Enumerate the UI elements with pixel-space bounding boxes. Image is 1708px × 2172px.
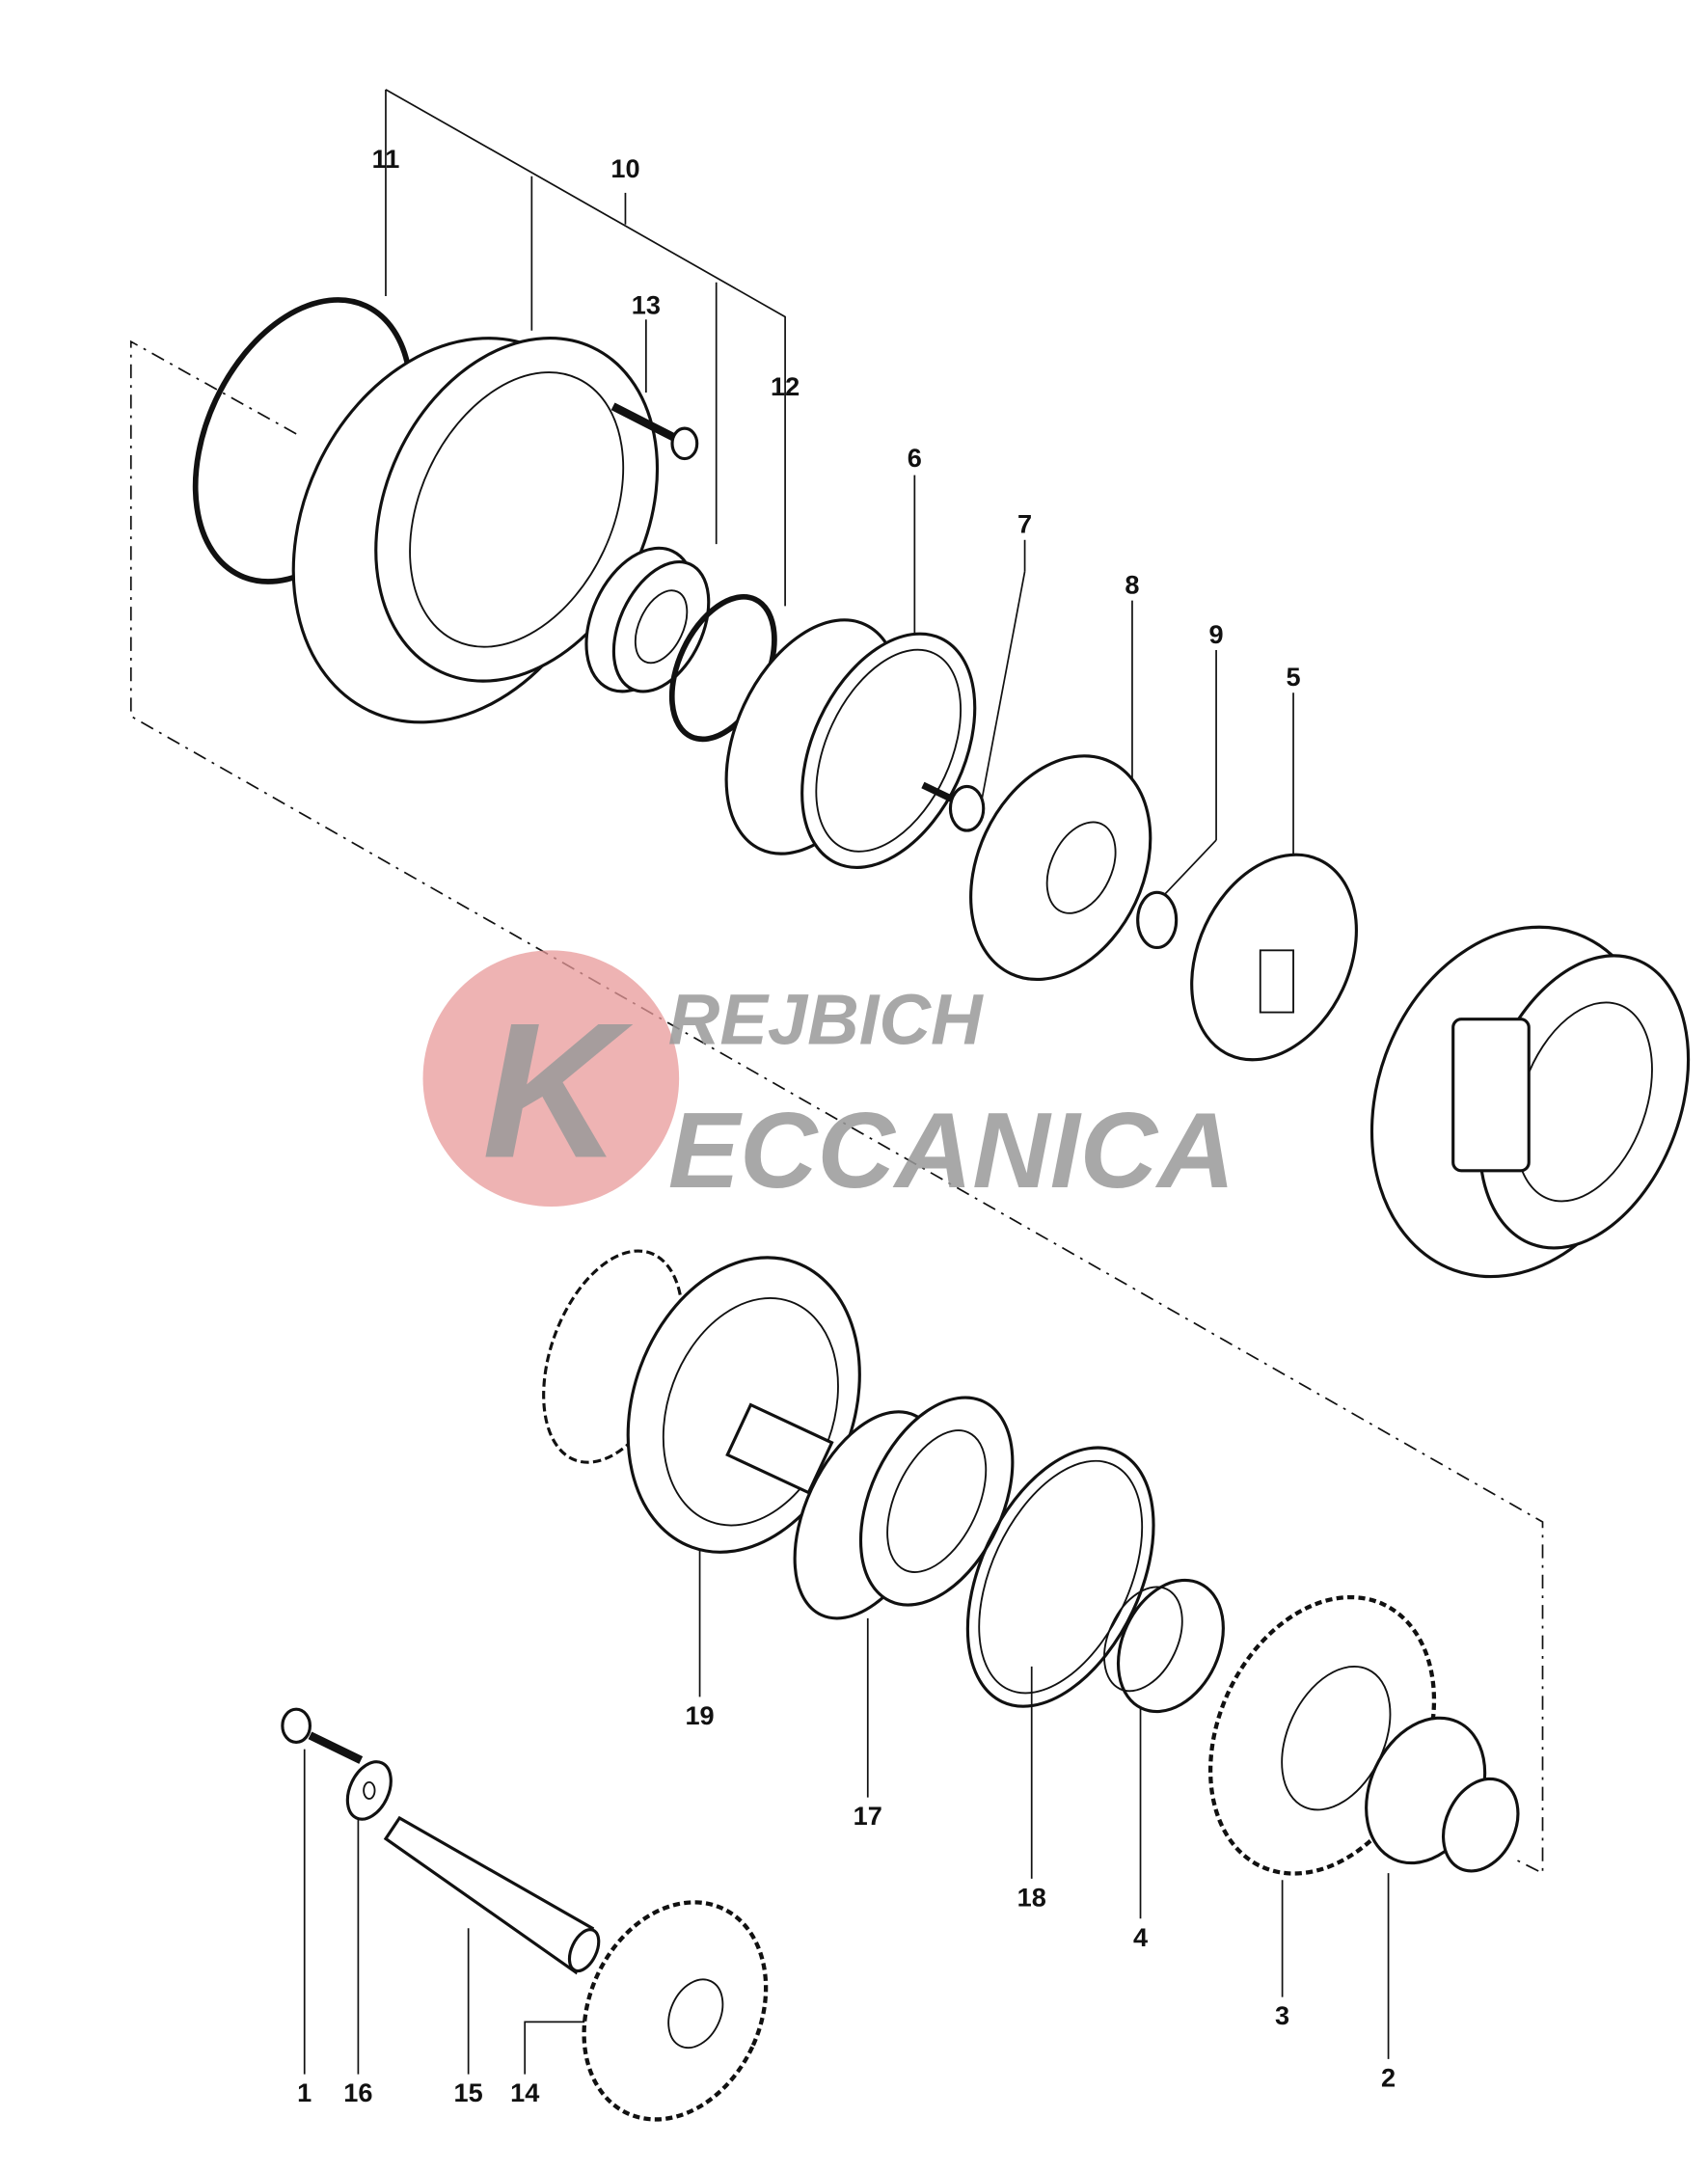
label-16: 16: [343, 2077, 372, 2107]
label-11: 11: [372, 144, 400, 174]
part-1-screw: [281, 1707, 364, 1764]
part-7-bolt: [921, 781, 986, 832]
part-9-washer: [1136, 890, 1179, 950]
part-14-gear: [582, 1900, 769, 2122]
assembly-outline: [129, 339, 1544, 1875]
label-3: 3: [1275, 2000, 1289, 2030]
label-19: 19: [685, 1700, 714, 1730]
part-bearing: [584, 546, 711, 693]
part-19-gear-bell: [542, 1249, 861, 1554]
part-6-clutch-drum: [724, 618, 977, 869]
starter-motor: [1369, 925, 1691, 1279]
label-13: 13: [632, 290, 661, 320]
part-17-freewheel: [793, 1396, 1015, 1620]
part-2-bushing: [1365, 1716, 1520, 1873]
part-8-clutch-shoes: [969, 754, 1152, 982]
label-4: 4: [1133, 1922, 1148, 1952]
label-5: 5: [1286, 662, 1300, 692]
part-16-washer: [345, 1760, 393, 1821]
label-17: 17: [854, 1801, 882, 1831]
label-15: 15: [454, 2077, 483, 2107]
label-6: 6: [908, 443, 922, 473]
label-14: 14: [510, 2077, 539, 2107]
watermark-circle: [422, 950, 680, 1207]
part-13-screw: [610, 402, 699, 461]
label-12: 12: [771, 371, 800, 401]
leader-lines: [303, 89, 1390, 2075]
label-10: 10: [610, 153, 639, 183]
label-9: 9: [1209, 619, 1224, 649]
watermark-line2: ECCANICA: [668, 1090, 1235, 1210]
part-15-shaft: [383, 1815, 601, 1975]
watermark-line1: REJBICH: [668, 979, 984, 1059]
part-4-needle-bearing: [1103, 1578, 1225, 1714]
label-1: 1: [297, 2077, 312, 2107]
watermark-logo: K REJBICH ECCANICA: [422, 950, 1235, 1210]
label-7: 7: [1017, 509, 1032, 539]
label-8: 8: [1125, 569, 1139, 599]
label-2: 2: [1381, 2062, 1396, 2092]
part-labels: 11 10 13 12 6 7 8 9 5 19 17 18 4 3 2 1 1…: [297, 144, 1396, 2107]
watermark-k: K: [482, 984, 634, 1199]
part-10-housing: [291, 337, 660, 724]
label-18: 18: [1017, 1882, 1046, 1912]
part-5-plate: [1190, 853, 1358, 1062]
